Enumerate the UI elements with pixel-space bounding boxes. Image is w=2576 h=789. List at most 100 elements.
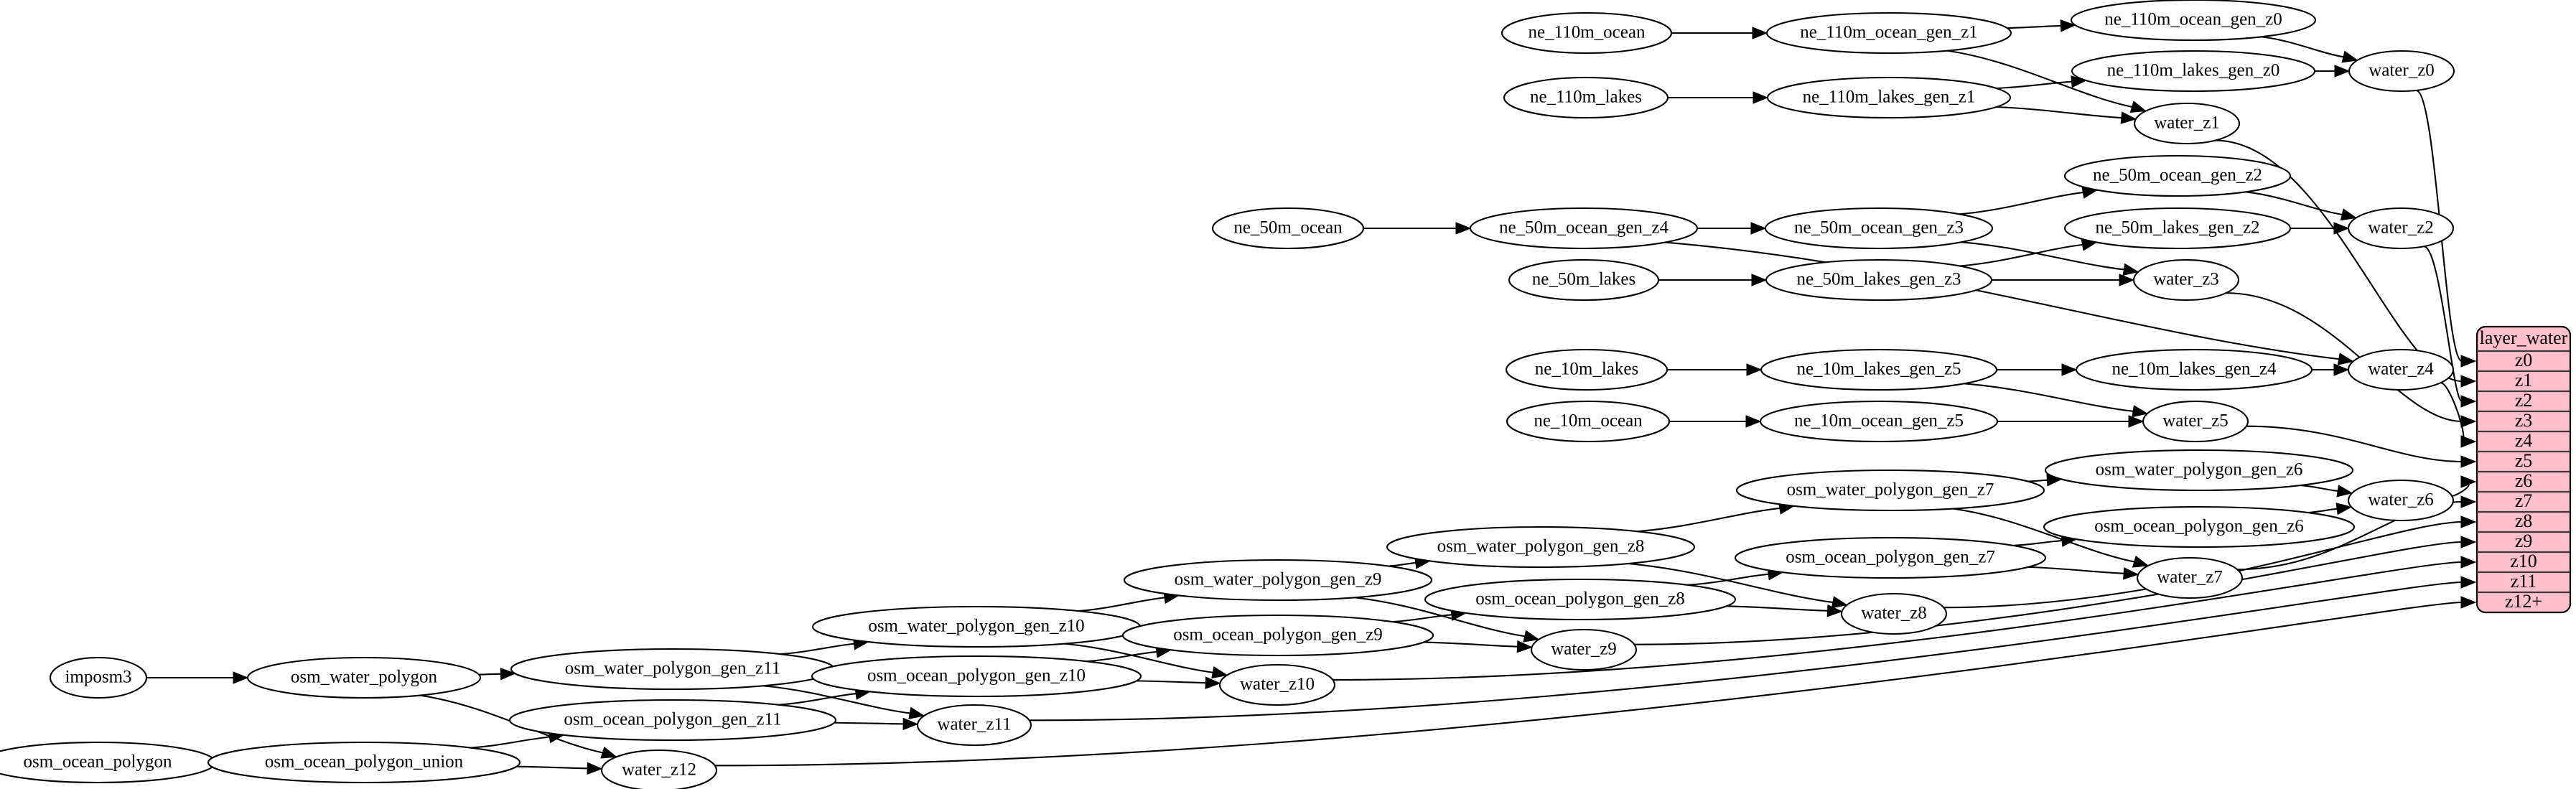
edge-arrowhead <box>1831 596 1848 609</box>
edge-arrowhead <box>500 667 516 681</box>
graph-node-water_z5[interactable]: water_z5 <box>2142 400 2249 443</box>
graph-node-osm_ocean_polygon_gen_z9[interactable]: osm_ocean_polygon_gen_z9 <box>1121 614 1434 657</box>
graph-node-ne_50m_lakes[interactable]: ne_50m_lakes <box>1508 258 1660 302</box>
table-edge-water_z4-to-z4 <box>2440 382 2465 443</box>
graph-edge-osm_water_polygon_gen_z8-to-water_z8 <box>1628 562 1834 604</box>
graph-node-osm_ocean_polygon_gen_z11[interactable]: osm_ocean_polygon_gen_z11 <box>508 699 837 742</box>
node-ellipse <box>1218 663 1336 706</box>
graph-node-water_z2[interactable]: water_z2 <box>2347 207 2455 250</box>
graph-node-water_z4[interactable]: water_z4 <box>2347 348 2455 391</box>
graph-node-water_z12[interactable]: water_z12 <box>600 749 718 789</box>
edge-arrowhead <box>587 762 603 775</box>
graph-node-osm_water_polygon_gen_z11[interactable]: osm_water_polygon_gen_z11 <box>510 648 836 691</box>
node-ellipse <box>1840 592 1948 635</box>
node-ellipse <box>2063 207 2292 250</box>
table-row-z6[interactable]: z6 <box>2515 470 2533 491</box>
table-body <box>2475 325 2572 614</box>
graph-node-ne_50m_ocean_gen_z4[interactable]: ne_50m_ocean_gen_z4 <box>1469 207 1699 250</box>
graph-node-ne_110m_ocean[interactable]: ne_110m_ocean <box>1501 11 1673 55</box>
graph-node-osm_ocean_polygon[interactable]: osm_ocean_polygon <box>0 741 217 784</box>
edge-arrowhead <box>1455 222 1472 235</box>
graph-node-osm_water_polygon_gen_z7[interactable]: osm_water_polygon_gen_z7 <box>1735 469 2045 512</box>
graph-node-ne_10m_ocean[interactable]: ne_10m_ocean <box>1506 400 1671 443</box>
graph-node-osm_water_polygon_gen_z9[interactable]: osm_water_polygon_gen_z9 <box>1123 559 1433 602</box>
graph-edge-osm_ocean_polygon_gen_z7-to-water_z7 <box>2027 566 2125 574</box>
node-ellipse <box>1759 400 1999 443</box>
node-ellipse <box>1505 348 1669 391</box>
graph-node-imposm3[interactable]: imposm3 <box>49 656 148 699</box>
graph-node-osm_ocean_polygon_gen_z6[interactable]: osm_ocean_polygon_gen_z6 <box>2043 505 2356 548</box>
node-ellipse <box>2142 400 2249 443</box>
graph-node-ne_50m_ocean[interactable]: ne_50m_ocean <box>1211 207 1365 250</box>
table-row-z9[interactable]: z9 <box>2515 531 2533 551</box>
table-row-z10[interactable]: z10 <box>2510 551 2537 571</box>
graph-node-osm_ocean_polygon_union[interactable]: osm_ocean_polygon_union <box>207 741 521 784</box>
layer-water-table[interactable]: layer_waterz0z1z2z3z4z5z6z7z8z9z10z11z12… <box>2475 325 2572 614</box>
graph-node-ne_110m_lakes[interactable]: ne_110m_lakes <box>1503 76 1669 119</box>
table-row-z0[interactable]: z0 <box>2515 350 2533 370</box>
graph-node-osm_ocean_polygon_gen_z8[interactable]: osm_ocean_polygon_gen_z8 <box>1424 578 1737 621</box>
edge-arrowhead <box>2120 111 2137 124</box>
edge-arrowhead <box>2132 555 2150 568</box>
graph-node-ne_50m_lakes_gen_z3[interactable]: ne_50m_lakes_gen_z3 <box>1765 258 1993 302</box>
edge-arrowhead <box>1753 91 1769 104</box>
graph-node-ne_110m_lakes_gen_z1[interactable]: ne_110m_lakes_gen_z1 <box>1766 76 2012 119</box>
graph-node-water_z10[interactable]: water_z10 <box>1218 663 1336 706</box>
graph-node-water_z7[interactable]: water_z7 <box>2136 556 2244 599</box>
graph-node-osm_water_polygon[interactable]: osm_water_polygon <box>246 656 482 699</box>
graph-edge-ne_110m_lakes_gen_z1-to-water_z1 <box>1996 106 2122 119</box>
table-row-z11[interactable]: z11 <box>2511 571 2537 592</box>
graph-node-water_z11[interactable]: water_z11 <box>916 704 1032 747</box>
table-row-z3[interactable]: z3 <box>2515 410 2533 431</box>
graph-node-osm_ocean_polygon_gen_z7[interactable]: osm_ocean_polygon_gen_z7 <box>1734 536 2047 579</box>
table-row-z2[interactable]: z2 <box>2515 390 2533 411</box>
graph-node-water_z6[interactable]: water_z6 <box>2347 479 2455 522</box>
node-ellipse <box>207 741 521 784</box>
graph-node-ne_10m_lakes_gen_z4[interactable]: ne_10m_lakes_gen_z4 <box>2075 348 2313 391</box>
graph-node-ne_50m_ocean_gen_z2[interactable]: ne_50m_ocean_gen_z2 <box>2063 154 2292 197</box>
graph-node-osm_ocean_polygon_gen_z10[interactable]: osm_ocean_polygon_gen_z10 <box>811 655 1142 698</box>
node-ellipse <box>1501 11 1673 55</box>
edge-arrowhead <box>1523 630 1540 643</box>
graph-node-water_z8[interactable]: water_z8 <box>1840 592 1948 635</box>
graph-node-ne_10m_lakes[interactable]: ne_10m_lakes <box>1505 348 1669 391</box>
graph-node-ne_10m_ocean_gen_z5[interactable]: ne_10m_ocean_gen_z5 <box>1759 400 1999 443</box>
table-row-z1[interactable]: z1 <box>2515 370 2533 391</box>
graph-node-water_z0[interactable]: water_z0 <box>2348 50 2455 93</box>
table-row-z7[interactable]: z7 <box>2515 490 2533 511</box>
table-row-z12+[interactable]: z12+ <box>2505 591 2542 612</box>
table-row-z4[interactable]: z4 <box>2515 430 2533 451</box>
node-ellipse <box>2132 258 2240 302</box>
node-ellipse <box>2044 449 2354 492</box>
graph-edge-ne_50m_ocean_gen_z2-to-water_z2 <box>2245 191 2343 216</box>
edge-arrowhead <box>2460 375 2477 388</box>
graph-node-osm_water_polygon_gen_z8[interactable]: osm_water_polygon_gen_z8 <box>1386 526 1696 569</box>
graph-node-ne_110m_lakes_gen_z0[interactable]: ne_110m_lakes_gen_z0 <box>2071 50 2316 93</box>
graph-edge-ne_50m_ocean_gen_z3-to-ne_50m_ocean_gen_z2 <box>1959 191 2084 215</box>
graph-node-ne_110m_ocean_gen_z0[interactable]: ne_110m_ocean_gen_z0 <box>2071 0 2316 42</box>
nodes-layer: imposm3 osm_water_polygon osm_ocean_polygo… <box>0 0 2455 789</box>
table-row-z8[interactable]: z8 <box>2515 510 2533 531</box>
graph-node-osm_water_polygon_gen_z10[interactable]: osm_water_polygon_gen_z10 <box>811 605 1142 648</box>
edge-arrowhead <box>1752 27 1768 39</box>
table-edge-water_z11-to-z11 <box>1029 581 2463 722</box>
graph-node-ne_10m_lakes_gen_z5[interactable]: ne_10m_lakes_gen_z5 <box>1760 348 1998 391</box>
graph-node-ne_50m_lakes_gen_z2[interactable]: ne_50m_lakes_gen_z2 <box>2063 207 2292 250</box>
graph-node-ne_50m_ocean_gen_z3[interactable]: ne_50m_ocean_gen_z3 <box>1764 207 1994 250</box>
graph-node-water_z1[interactable]: water_z1 <box>2133 102 2241 145</box>
table-edge-water_z8-to-z8 <box>1943 520 2463 609</box>
graph-node-water_z9[interactable]: water_z9 <box>1530 628 1638 671</box>
edge-arrowhead <box>2123 567 2139 580</box>
graph-node-ne_110m_ocean_gen_z1[interactable]: ne_110m_ocean_gen_z1 <box>1765 11 2012 55</box>
graph-node-osm_water_polygon_gen_z6[interactable]: osm_water_polygon_gen_z6 <box>2044 449 2354 492</box>
edge-arrowhead <box>1826 604 1843 617</box>
table-row-z5[interactable]: z5 <box>2515 450 2533 471</box>
edge-arrowhead <box>2460 475 2477 488</box>
table-edge-water_z12-to-z12+ <box>714 601 2463 767</box>
edge-arrowhead <box>2460 556 2477 569</box>
graph-node-water_z3[interactable]: water_z3 <box>2132 258 2240 302</box>
node-ellipse <box>1469 207 1699 250</box>
edge-arrowhead <box>902 717 919 731</box>
